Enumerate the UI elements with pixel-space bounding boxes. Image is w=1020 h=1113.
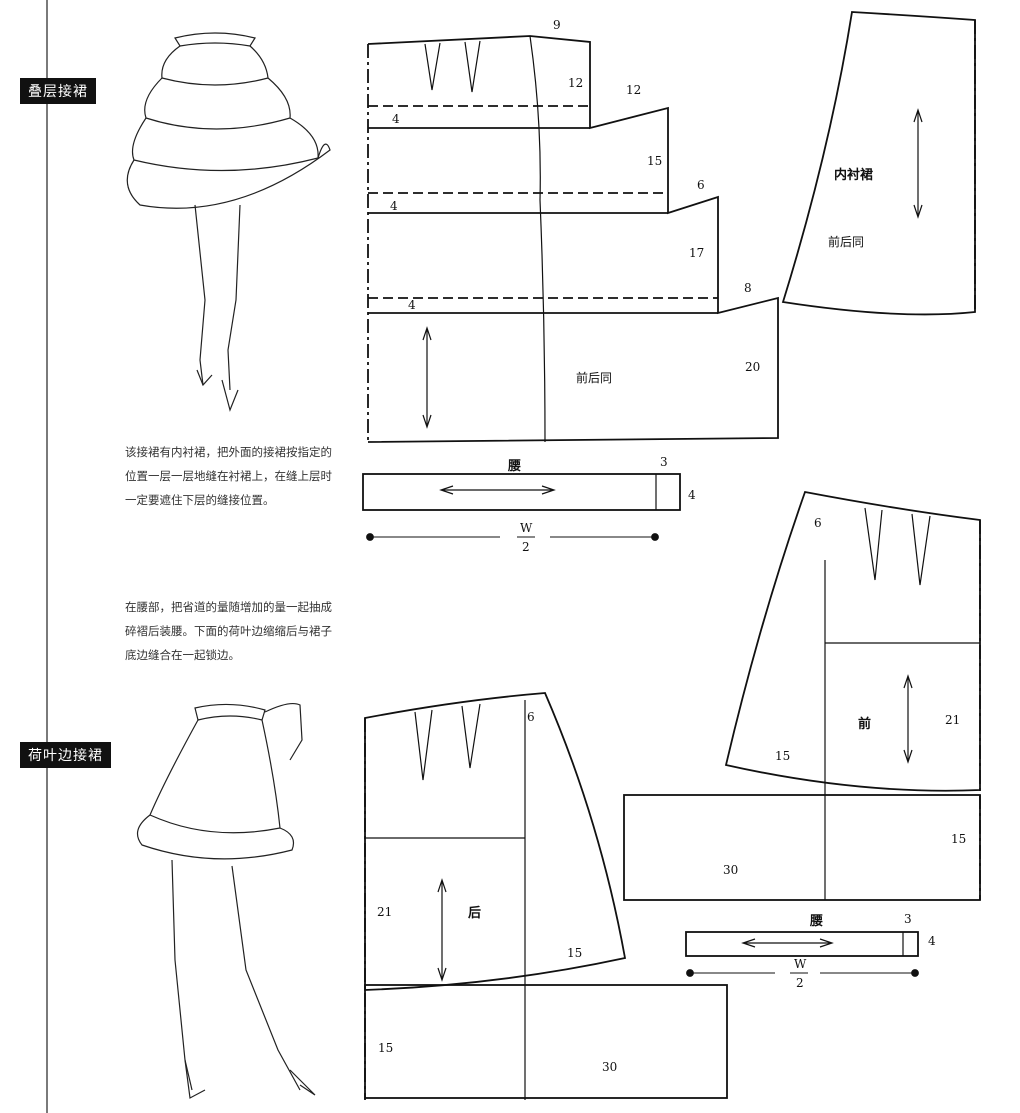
dim-label: 9 bbox=[553, 18, 561, 32]
front-ruffle-height: 15 bbox=[951, 832, 967, 846]
dim-label: 17 bbox=[689, 246, 705, 260]
waistband-width: 3 bbox=[660, 455, 668, 469]
back-skirt-pattern bbox=[364, 692, 728, 1100]
back-ruffle-width: 30 bbox=[602, 1060, 618, 1074]
dart-label: 6 bbox=[814, 516, 822, 530]
front-ruffle-width: 30 bbox=[723, 863, 739, 877]
dim-label: 12 bbox=[568, 76, 584, 90]
w-denominator: 2 bbox=[522, 540, 530, 554]
dim-label: 8 bbox=[744, 281, 752, 295]
front-hem: 15 bbox=[775, 749, 791, 763]
front-skirt-pattern bbox=[623, 490, 981, 901]
dart-label: 6 bbox=[527, 710, 535, 724]
lining-pattern bbox=[781, 11, 976, 316]
back-hem: 15 bbox=[567, 946, 583, 960]
section-tag-ruffle: 荷叶边接裙 bbox=[20, 742, 111, 768]
overlap-label: 4 bbox=[392, 112, 400, 126]
waistband-title: 腰 bbox=[508, 459, 522, 474]
dim-label: 12 bbox=[626, 83, 642, 97]
same-front-back-label: 前后同 bbox=[576, 371, 613, 385]
w-numerator: W bbox=[794, 957, 807, 971]
back-side-length: 21 bbox=[377, 905, 393, 919]
note-ruffle: 在腰部，把省道的量随增加的量一起抽成碎褶后装腰。下面的荷叶边缩缩后与裙子底边缝合… bbox=[125, 600, 332, 662]
waistband-height: 4 bbox=[688, 488, 696, 502]
waistband-bottom bbox=[685, 931, 919, 977]
note-tiered: 该接裙有内衬裙，把外面的接裙按指定的位置一层一层地缝在衬裙上，在缝上层时一定要遮… bbox=[125, 445, 332, 507]
dim-label: 20 bbox=[745, 360, 761, 374]
overlap-label: 4 bbox=[408, 298, 416, 312]
lining-title: 内衬裙 bbox=[834, 168, 874, 183]
w-numerator: W bbox=[520, 521, 533, 535]
dim-label: 6 bbox=[697, 178, 705, 192]
waistband-height: 4 bbox=[928, 934, 936, 948]
waistband-top bbox=[362, 473, 681, 541]
dim-label: 15 bbox=[647, 154, 663, 168]
w-denominator: 2 bbox=[796, 976, 804, 990]
tiered-pattern bbox=[367, 35, 779, 443]
overlap-label: 4 bbox=[390, 199, 398, 213]
ruffle-skirt-illustration bbox=[136, 702, 316, 1099]
section-tag-tiered: 叠层接裙 bbox=[20, 78, 96, 104]
waistband-width: 3 bbox=[904, 912, 912, 926]
back-title: 后 bbox=[468, 906, 482, 921]
lining-same-label: 前后同 bbox=[828, 235, 865, 249]
tiered-skirt-illustration bbox=[126, 32, 331, 412]
back-ruffle-height: 15 bbox=[378, 1041, 394, 1055]
front-title: 前 bbox=[858, 717, 872, 732]
waistband-title: 腰 bbox=[810, 914, 824, 929]
front-side-length: 21 bbox=[945, 713, 961, 727]
